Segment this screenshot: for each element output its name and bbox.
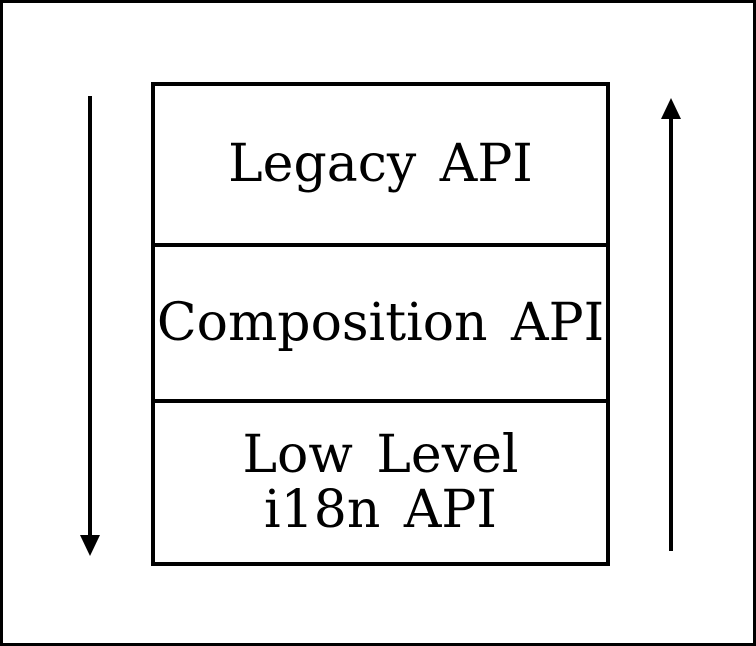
up-arrow bbox=[661, 98, 681, 551]
down-arrow-shaft bbox=[88, 96, 92, 535]
up-arrow-shaft bbox=[669, 119, 673, 551]
layer-low-level-i18n-api: Low Level i18n API bbox=[155, 399, 606, 562]
layer-legacy-api: Legacy API bbox=[155, 86, 606, 243]
layer-legacy-api-label: Legacy API bbox=[228, 134, 533, 194]
down-arrow bbox=[80, 96, 100, 556]
up-arrowhead-icon bbox=[661, 98, 681, 119]
layer-low-level-i18n-api-label-line2: i18n API bbox=[264, 479, 497, 540]
layer-composition-api-label: Composition API bbox=[156, 292, 605, 353]
down-arrowhead-icon bbox=[80, 535, 100, 556]
layer-composition-api: Composition API bbox=[155, 243, 606, 399]
api-layer-stack: Legacy API Composition API Low Level i18… bbox=[151, 82, 610, 566]
layer-low-level-i18n-api-label-line1: Low Level bbox=[242, 424, 519, 485]
